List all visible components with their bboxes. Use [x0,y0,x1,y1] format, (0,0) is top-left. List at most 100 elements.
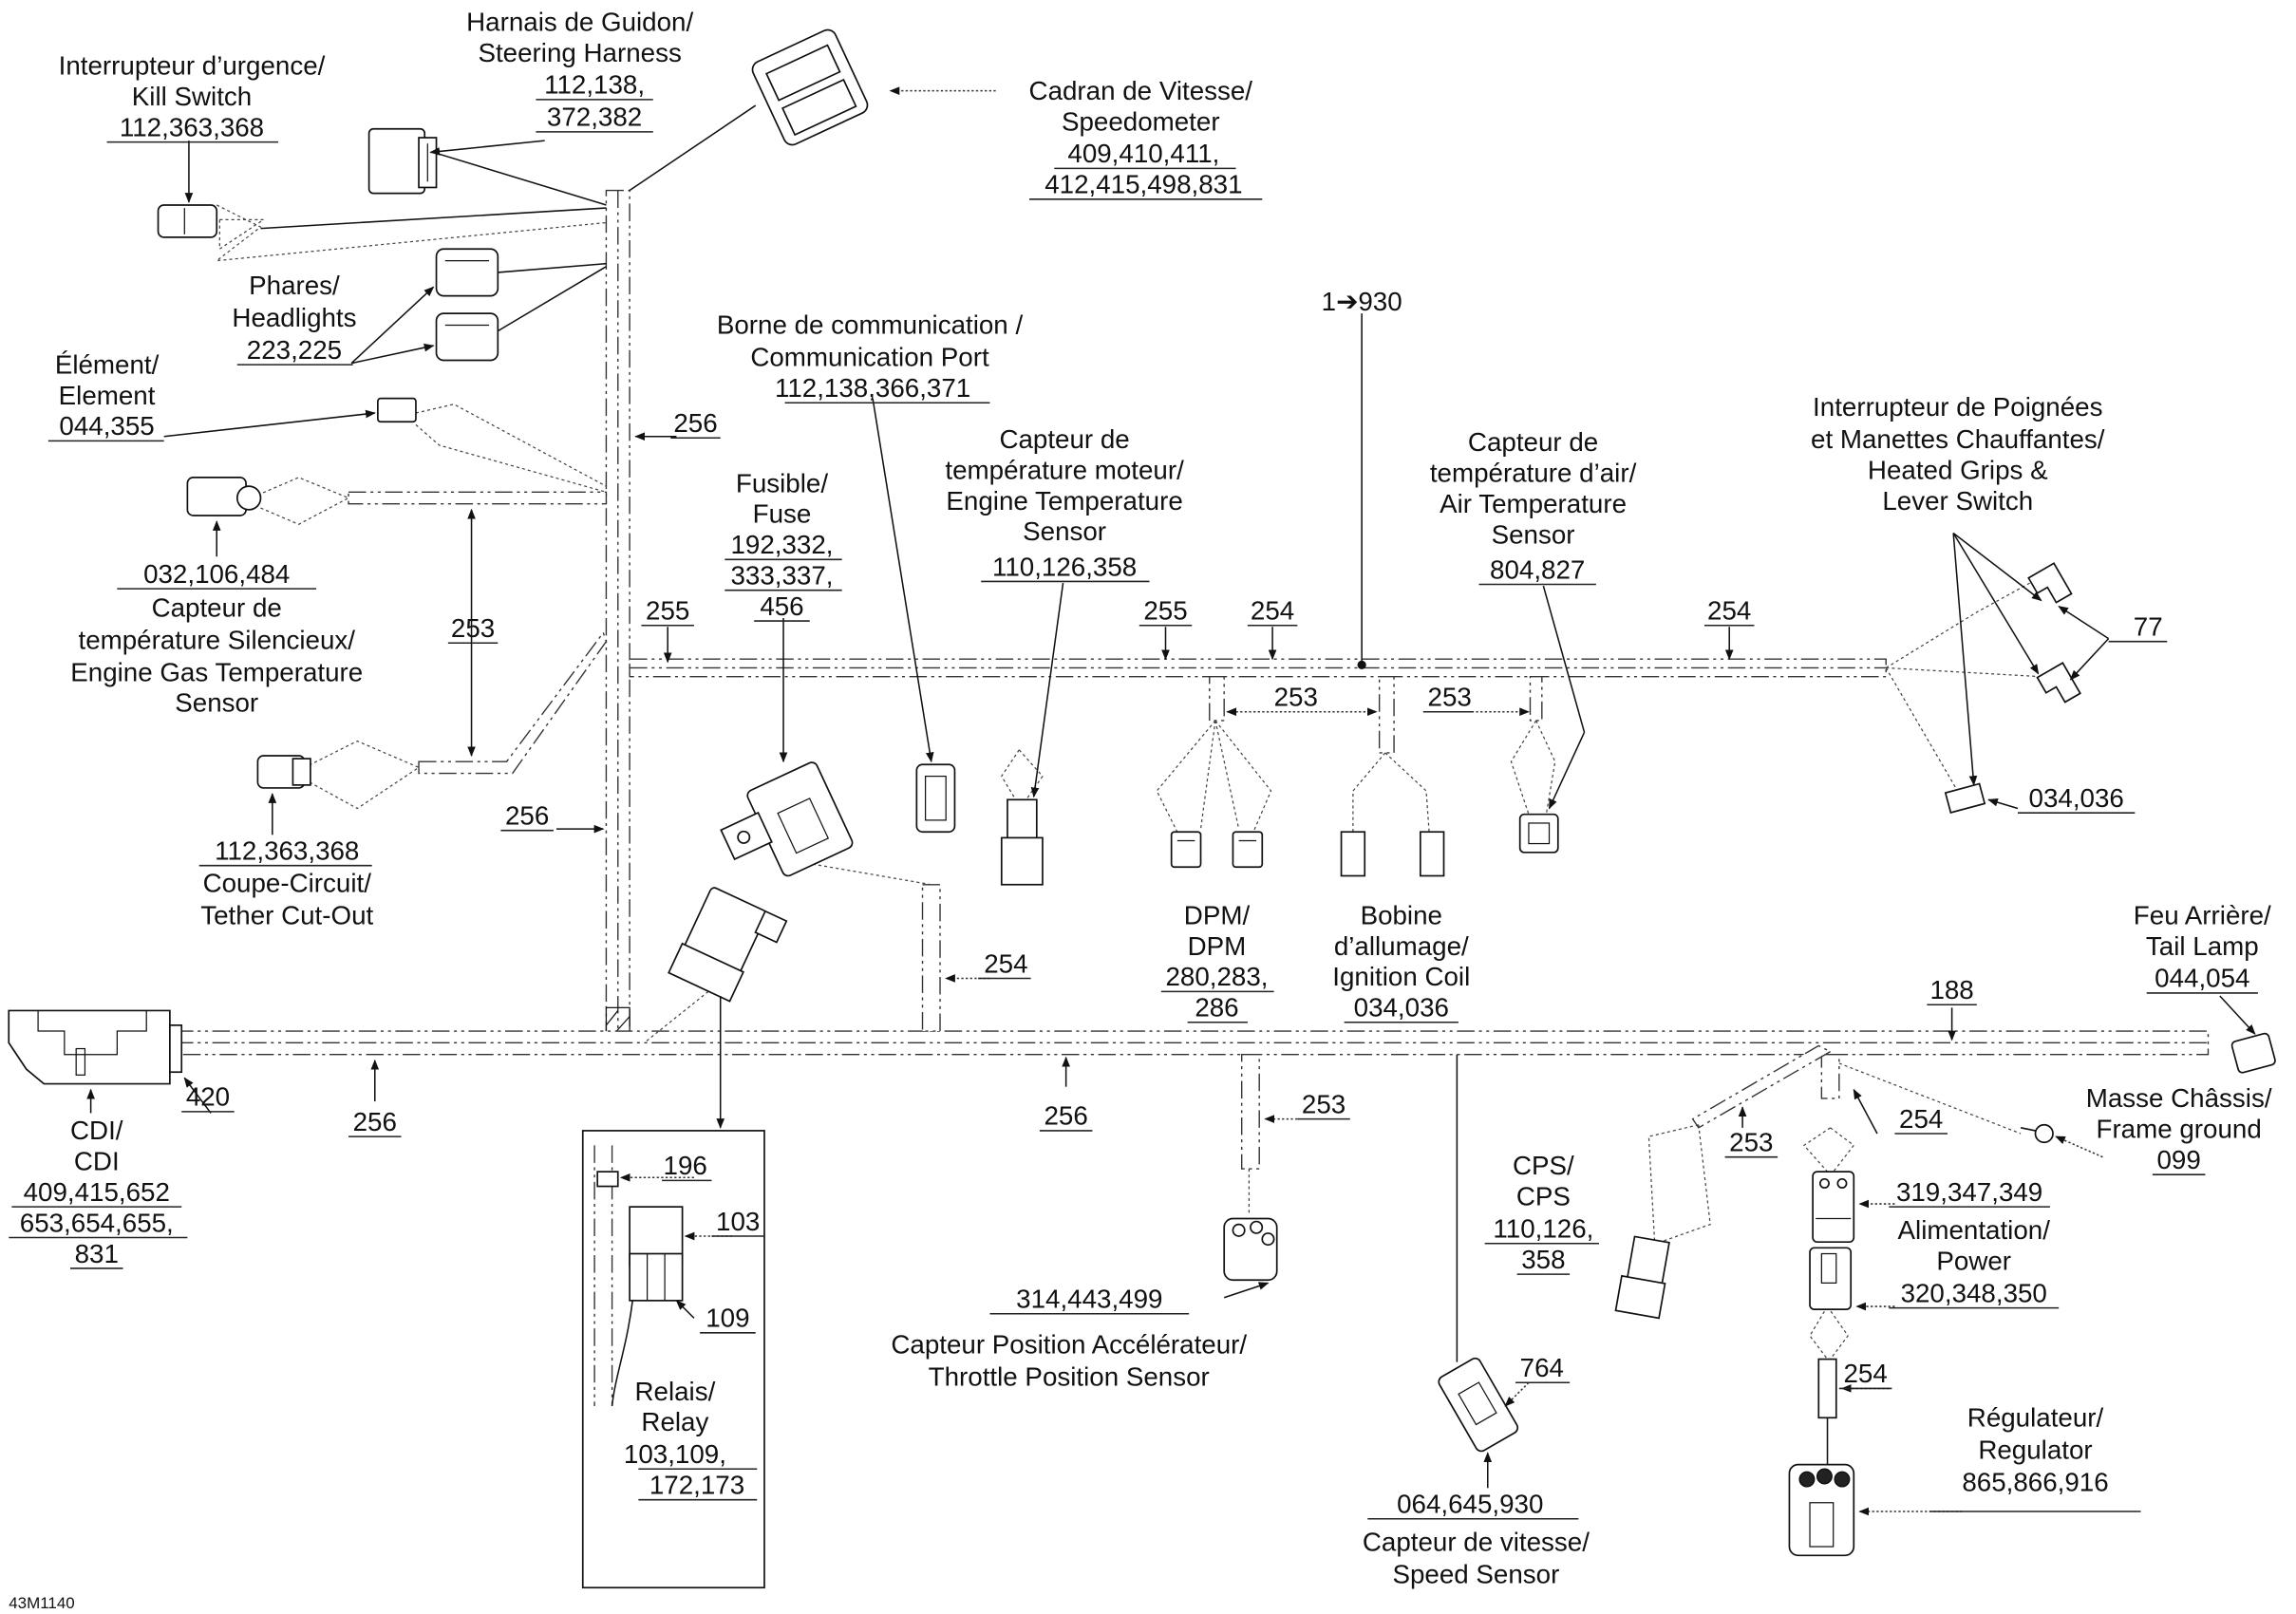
frame-ground-fr: Masse Châssis/ [2086,1083,2272,1113]
label-regulator[interactable]: Régulateur/ Regulator 865,866,916 [1929,1403,2141,1512]
label-power[interactable]: 319,347,349 Alimentation/ Power 320,348,… [1889,1177,2060,1309]
callout-253-cps[interactable]: 253 [1729,1128,1773,1157]
callout-255-b[interactable]: 255 [1143,596,1187,626]
callout-253-left[interactable]: 253 [451,613,495,643]
element-connector[interactable] [377,397,417,423]
comm-port-fr: Borne de communication / [717,310,1024,340]
callout-254-fuse[interactable]: 254 [984,948,1027,978]
heated-grip-terminal-2[interactable] [2036,662,2081,707]
air-temp-line-2: température d’air/ [1430,459,1637,488]
headlights-fr: Phares/ [249,271,340,300]
gas-sensor-line-3: Engine Gas Temperature [70,657,363,686]
label-tether[interactable]: 112,363,368 Coupe-Circuit/ Tether Cut-Ou… [198,836,374,930]
label-steering-harness[interactable]: Harnais de Guidon/ Steering Harness 112,… [466,7,693,133]
callout-253-mid-b[interactable]: 253 [1428,683,1472,712]
label-relay[interactable]: 196 103 109 Relais/ Relay 103,109, 172,1… [624,1151,764,1501]
label-engine-temp[interactable]: Capteur de température moteur/ Engine Te… [945,424,1184,583]
callout-254-right[interactable]: 254 [1707,596,1751,626]
label-speed-sensor[interactable]: 764 064,645,930 Capteur de vitesse/ Spee… [1363,1353,1590,1589]
callout-188[interactable]: 188 [1929,975,1973,1004]
headlight-connector-2[interactable] [435,312,499,362]
cdi-module[interactable] [8,1009,183,1085]
engine-temp-line-1: Capteur de [999,424,1129,454]
callout-256-bottom-b[interactable]: 256 [1044,1101,1087,1131]
label-tail-lamp[interactable]: Feu Arrière/ Tail Lamp 044,054 [2134,900,2271,994]
label-dpm[interactable]: DPM/ DPM 280,283, 286 [1160,900,1274,1023]
regulator-connector[interactable] [1788,1463,1855,1557]
heated-grips-ref-77: 77 [2134,612,2163,642]
fuse-branch-drop [921,884,941,1032]
dpm-en: DPM [1188,931,1247,961]
cdi-en: CDI [74,1147,120,1176]
power-connector-2[interactable] [1809,1247,1853,1310]
power-refs-1: 319,347,349 [1896,1177,2042,1207]
headlights-refs: 223,225 [247,335,342,365]
ignition-coil-terminal-2[interactable] [1419,831,1445,877]
callout-254-power[interactable]: 254 [1899,1104,1943,1134]
label-cdi[interactable]: CDI/ CDI 409,415,652 653,654,655, 831 42… [9,1082,235,1269]
label-speedometer[interactable]: Cadran de Vitesse/ Speedometer 409,410,4… [1029,76,1263,200]
element-refs: 044,355 [59,411,154,441]
cdi-refs-2: 653,654,655, [20,1208,174,1237]
label-cps[interactable]: CPS/ CPS 110,126, 358 [1484,1151,1599,1275]
label-headlights[interactable]: Phares/ Headlights 223,225 [232,271,357,366]
label-frame-ground[interactable]: Masse Châssis/ Frame ground 099 [2086,1083,2272,1175]
speed-sensor-en: Speed Sensor [1392,1560,1559,1589]
steering-harness-connector[interactable] [367,127,438,195]
engine-temp-sensor-part[interactable] [1000,798,1044,886]
label-comm-port[interactable]: Borne de communication / Communication P… [717,310,1024,404]
speed-sensor-part[interactable] [1437,1357,1519,1454]
callout-253-mid-a[interactable]: 253 [1274,683,1318,712]
ignition-coil-terminal-1[interactable] [1340,831,1366,877]
heated-grips-line-3: Heated Grips & [1868,455,2048,484]
callout-255-a[interactable]: 255 [646,596,689,626]
relay-part[interactable] [668,885,788,1008]
label-gas-temp-sensor[interactable]: 032,106,484 Capteur de température Silen… [70,559,363,718]
dpm-connector-2[interactable] [1232,831,1264,869]
dpm-connector-1[interactable] [1170,831,1202,869]
callout-256-bottom-a[interactable]: 256 [353,1107,397,1136]
cdi-refs-3: 831 [75,1239,119,1268]
comm-port-part[interactable] [915,763,956,834]
air-temp-sensor-part[interactable] [1518,813,1559,854]
cps-diagonal-branch [1691,1044,1833,1129]
gas-temp-sensor-part[interactable] [186,477,262,516]
tail-lamp-connector[interactable] [2230,1032,2277,1074]
engine-temp-line-2: température moteur/ [945,455,1184,484]
tps-part[interactable] [1223,1217,1278,1282]
callout-253-tps[interactable]: 253 [1302,1089,1346,1118]
comm-port-refs: 112,138,366,371 [775,373,970,403]
label-fuse[interactable]: Fusible/ Fuse 192,332, 333,337, 456 [725,468,842,622]
range-dot [1357,660,1366,669]
comm-port-en: Communication Port [750,343,989,372]
speedometer-part[interactable] [749,27,870,147]
fuse-refs-2: 333,337, [730,561,833,591]
cps-part[interactable] [1614,1235,1672,1320]
label-air-temp[interactable]: Capteur de température d’air/ Air Temper… [1430,427,1637,586]
frame-ground-ring[interactable] [2020,1123,2054,1144]
callout-256-left[interactable]: 256 [505,801,549,831]
power-connector-1[interactable] [1812,1171,1855,1244]
label-kill-switch[interactable]: Interrupteur d’urgence/ Kill Switch 112,… [59,51,326,143]
kill-switch-part[interactable] [157,204,218,238]
element-en: Element [59,381,156,410]
relay-ref-103: 103 [716,1207,760,1236]
callout-254-a[interactable]: 254 [1251,596,1294,626]
heated-grip-terminal-1[interactable] [2027,562,2073,608]
label-ignition-coil[interactable]: Bobine d’allumage/ Ignition Coil 034,036 [1332,900,1470,1023]
harness-vertical-trunk [605,189,630,1050]
tether-cutout-part[interactable] [256,755,311,789]
callout-254-reg[interactable]: 254 [1843,1359,1887,1388]
label-element[interactable]: Élément/ Element 044,355 [47,349,164,442]
regulator-sleeve [1817,1358,1837,1419]
fuse-holder-part[interactable] [711,760,855,893]
callout-256-upper[interactable]: 256 [673,408,717,438]
air-temp-drop [1529,676,1543,722]
fuse-refs-1: 192,332, [730,530,833,559]
cdi-refs-1: 409,415,652 [24,1177,170,1207]
label-tps[interactable]: 314,443,499 Capteur Position Accélérateu… [891,1285,1247,1392]
tps-en: Throttle Position Sensor [929,1361,1210,1391]
label-heated-grips[interactable]: Interrupteur de Poignées et Manettes Cha… [1811,392,2168,814]
heated-grip-connector[interactable] [1944,782,1986,815]
headlight-connector-1[interactable] [435,248,499,297]
